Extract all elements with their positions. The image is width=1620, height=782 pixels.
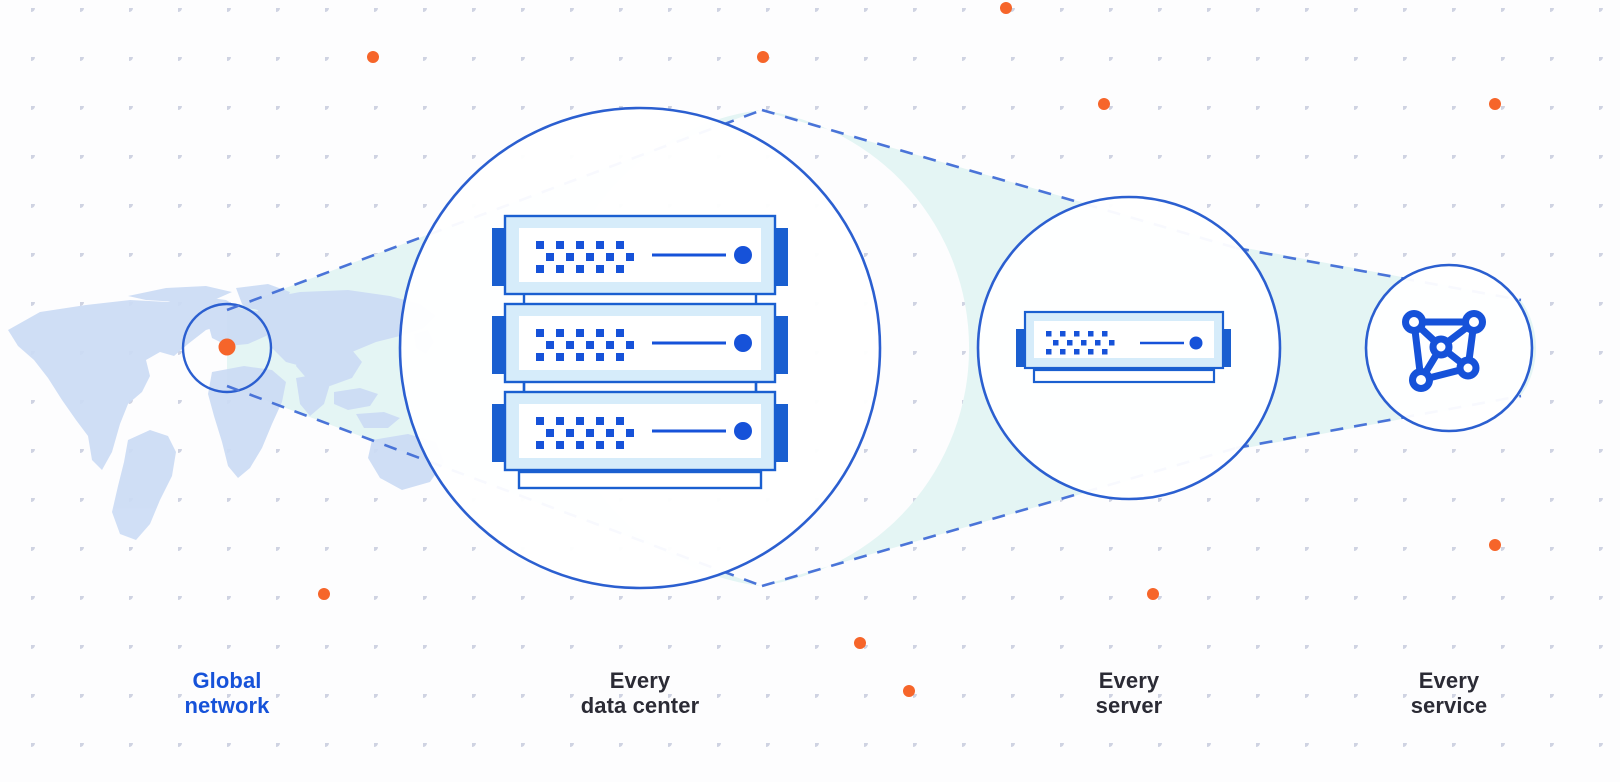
- server-base: [1032, 368, 1216, 384]
- accent-dot: [318, 588, 330, 600]
- accent-dot: [1489, 98, 1501, 110]
- single-server-icon: [1016, 310, 1231, 384]
- stage-label-server[interactable]: Every server: [1095, 668, 1163, 718]
- accent-dot: [757, 51, 769, 63]
- rack-unit-led-matrix: [536, 329, 634, 361]
- stage-label-global-network[interactable]: Global network: [184, 668, 270, 718]
- network-node-top-left: [1402, 310, 1426, 334]
- accent-dot: [1147, 588, 1159, 600]
- network-nodes-icon: [1402, 310, 1486, 392]
- rack-unit-led-matrix: [536, 417, 634, 449]
- server-led-matrix: [1046, 331, 1115, 355]
- network-node-center: [1429, 335, 1453, 359]
- accent-dot: [1000, 2, 1012, 14]
- stage-label-data-center[interactable]: Every data center: [580, 668, 700, 718]
- rack-unit-status-dot: [734, 422, 752, 440]
- map-location-pin: [218, 338, 236, 356]
- rack-unit-status-dot: [734, 246, 752, 264]
- accent-dot: [367, 51, 379, 63]
- server-status-dot: [1189, 336, 1203, 350]
- accent-dot: [854, 637, 866, 649]
- accent-dot: [903, 685, 915, 697]
- world-map-icon: [8, 284, 444, 540]
- accent-dot: [1098, 98, 1110, 110]
- accent-dot: [1489, 539, 1501, 551]
- rack-unit-3: [492, 390, 788, 472]
- accent-dots: [318, 2, 1501, 697]
- rack-unit-led-matrix: [536, 241, 634, 273]
- rack-base: [517, 470, 763, 490]
- rack-unit-1: [492, 214, 788, 296]
- server-rack-icon: [492, 214, 788, 490]
- rack-unit-2: [492, 302, 788, 384]
- network-node-top-right: [1462, 310, 1486, 334]
- stage-label-service[interactable]: Every service: [1410, 668, 1488, 718]
- network-node-bottom-right: [1456, 356, 1480, 380]
- map-focus-circle: [181, 302, 273, 394]
- network-node-bottom-left: [1409, 368, 1433, 392]
- rack-unit-status-dot: [734, 334, 752, 352]
